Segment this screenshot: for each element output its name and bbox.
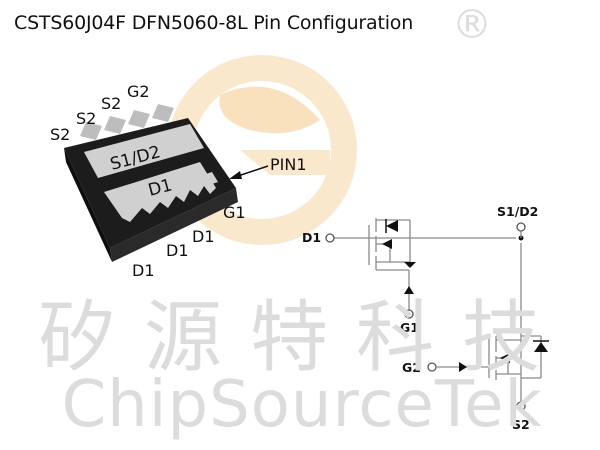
pad-d1 — [104, 162, 216, 222]
watermark-english: ChipSourceTek — [61, 368, 543, 442]
registered-mark: ® — [452, 2, 492, 48]
pkg-pin-label: D1 — [192, 227, 215, 246]
sch-label-d1: D1 — [302, 230, 321, 245]
mosfet1-body-arrow-icon — [382, 239, 392, 249]
pin1-arrow-icon — [229, 165, 269, 179]
pin1-label: PIN1 — [270, 155, 307, 174]
page-title: CSTS60J04F DFN5060-8L Pin Configuration — [14, 12, 414, 34]
sch-label-s2: S2 — [512, 417, 530, 432]
pkg-pin-label: G1 — [223, 203, 246, 222]
top-pin-finger — [152, 104, 174, 122]
package-front-face — [110, 188, 238, 262]
mosfet1-source-arrow-icon — [404, 262, 416, 268]
pad-s1d2 — [84, 124, 204, 178]
pkg-pin-label: S2 — [50, 125, 70, 144]
pkg-pin-label: D1 — [132, 261, 155, 280]
package-left-face — [64, 148, 112, 262]
sch-label-g1: G1 — [400, 320, 419, 335]
top-pin-finger — [128, 110, 150, 128]
pkg-pin-label: S2 — [101, 94, 121, 113]
pkg-pin-label: G2 — [127, 82, 150, 101]
terminal-g1 — [404, 309, 414, 319]
pkg-pin-label: D1 — [166, 241, 189, 260]
dfn-package — [64, 104, 238, 262]
watermark-chinese: 矽源特科技 — [37, 293, 568, 383]
terminal-s1d2 — [516, 222, 526, 232]
gate2-arrow-icon — [459, 362, 467, 372]
terminal-d1 — [325, 233, 335, 243]
terminal-s2 — [516, 401, 526, 411]
gate1-arrow-icon — [404, 286, 414, 294]
pad-g1 — [200, 172, 218, 186]
mosfet2-diode-icon — [533, 340, 549, 352]
terminal-g2 — [427, 362, 437, 372]
pkg-pin-label: S2 — [76, 109, 96, 128]
mosfet1-diode-icon — [385, 219, 398, 233]
sch-label-g2: G2 — [402, 360, 421, 375]
sch-label-s1d2: S1/D2 — [497, 204, 538, 219]
top-pin-finger — [104, 116, 126, 134]
mosfet2-body-arrow-icon — [500, 353, 510, 363]
schematic — [334, 218, 542, 402]
top-pin-finger — [80, 122, 102, 140]
